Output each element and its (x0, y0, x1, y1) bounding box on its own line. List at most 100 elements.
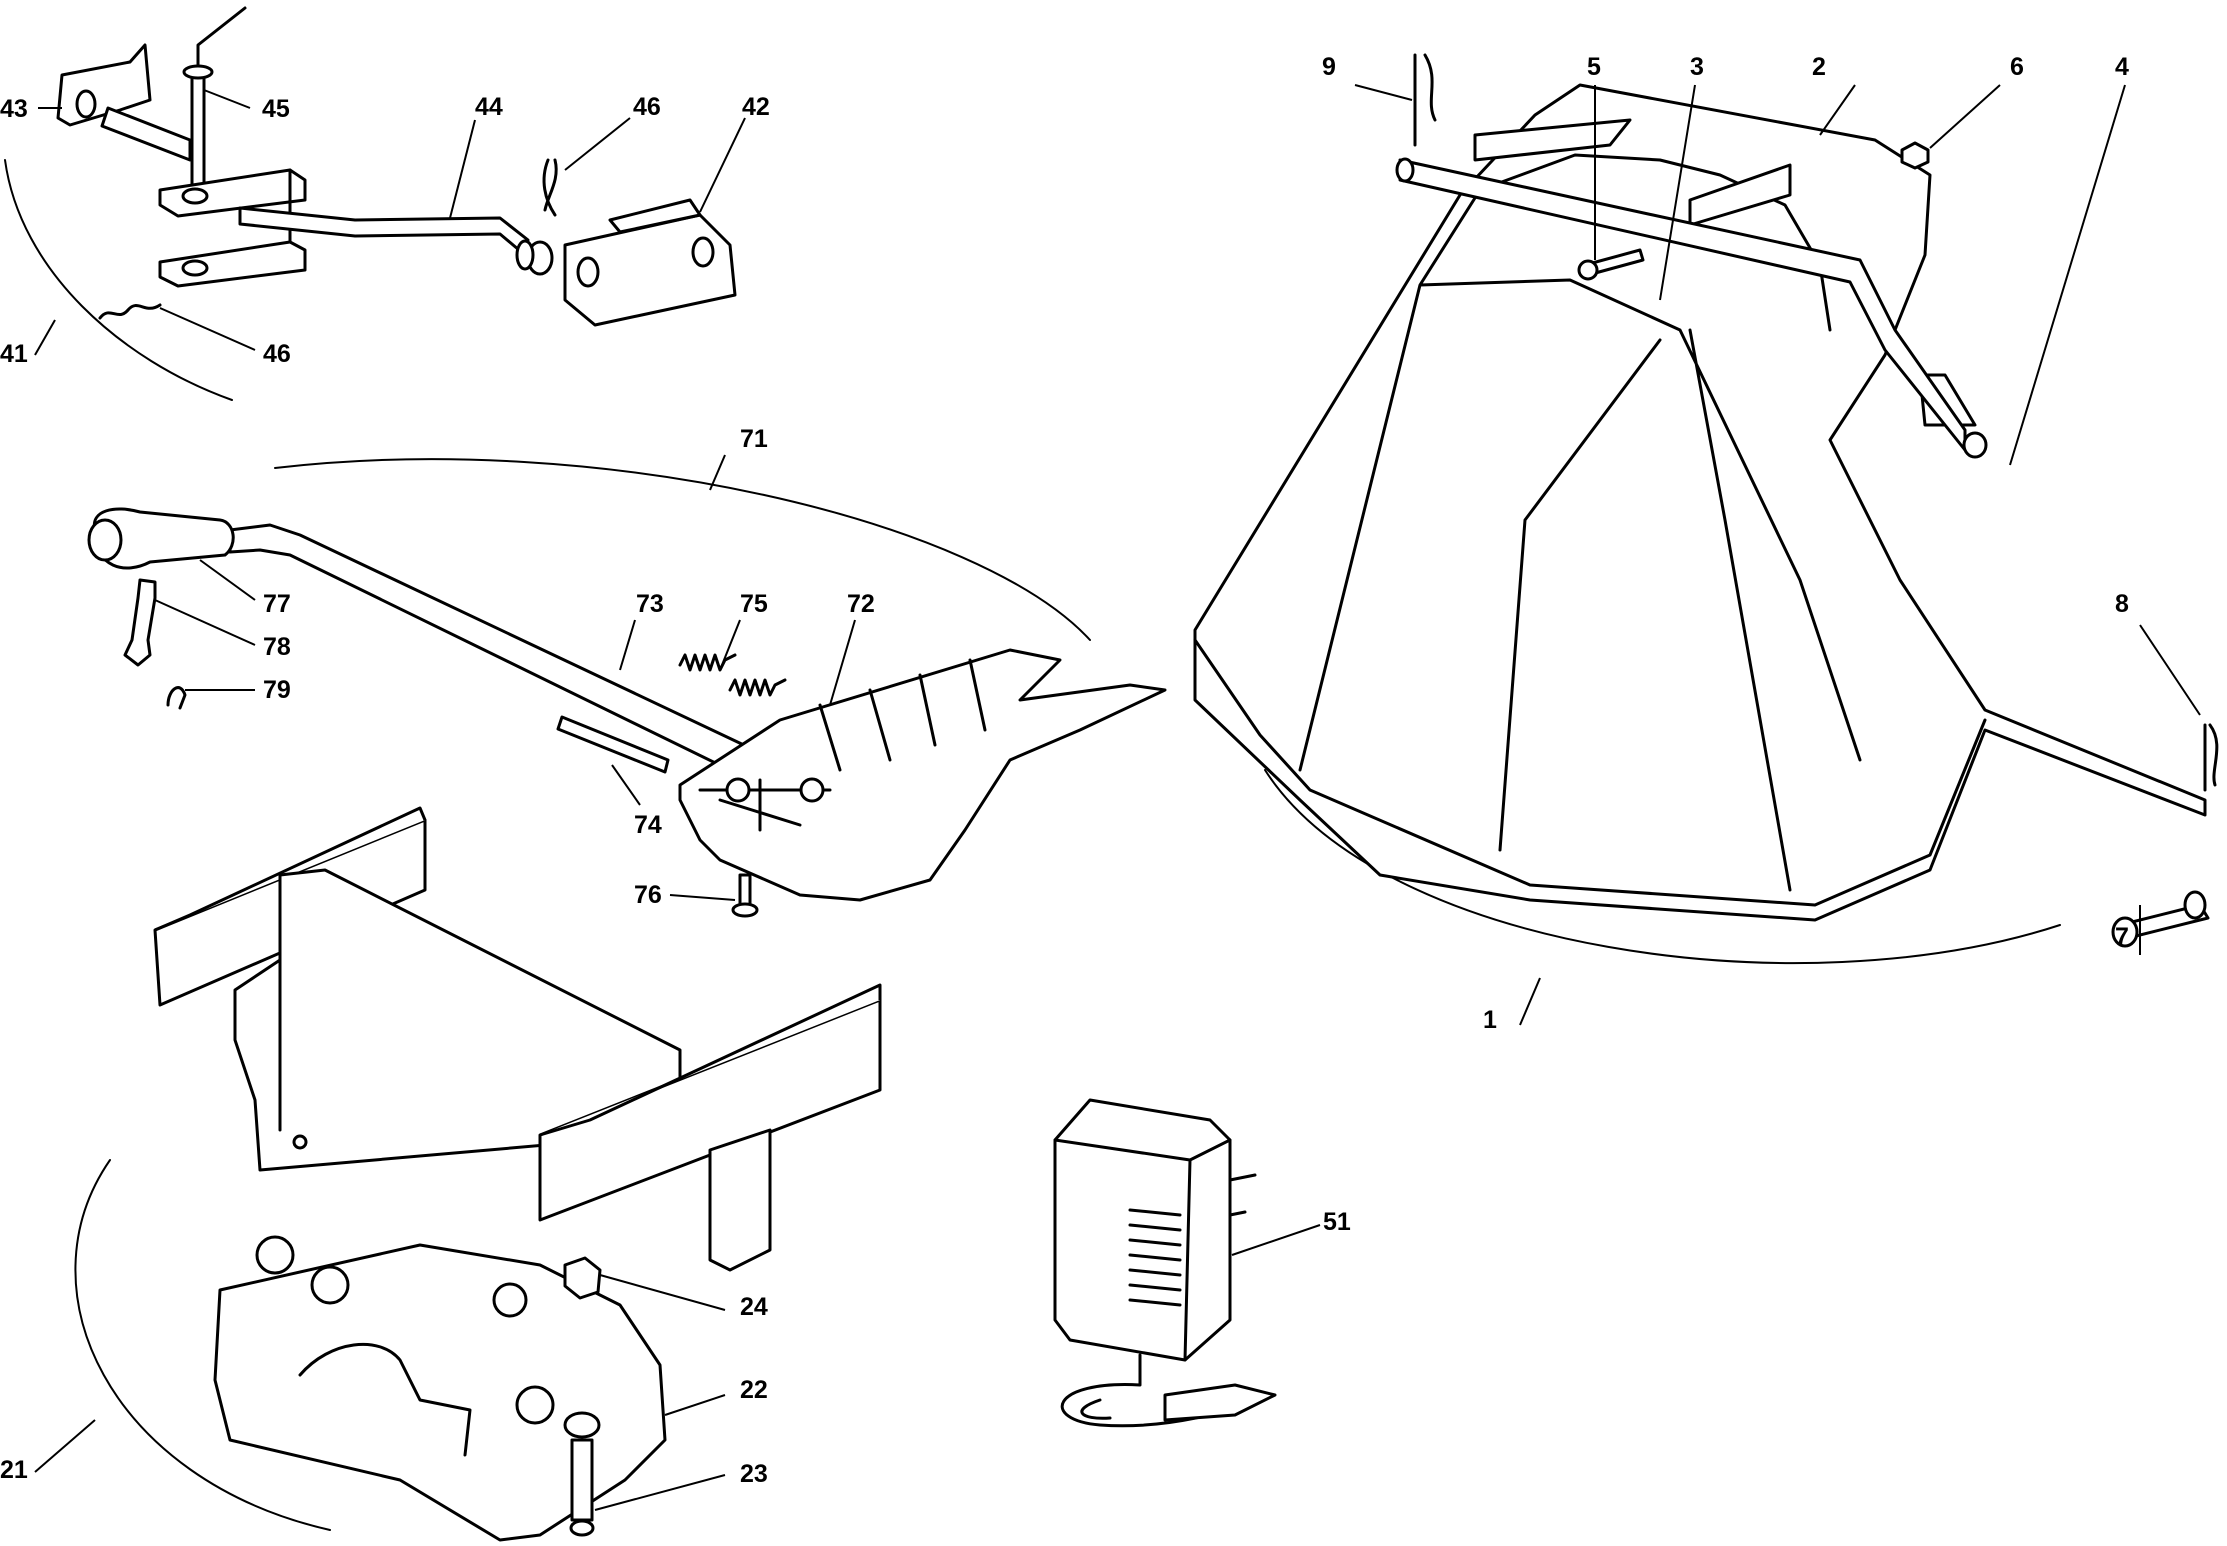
bolt-head (563, 1411, 601, 1439)
lever-rod-73 (228, 523, 777, 784)
weight-recess (298, 1342, 472, 1457)
callout-44: 44 (475, 93, 503, 121)
spring-75-right (728, 678, 787, 697)
rod-end-top (1395, 157, 1415, 183)
leader-3 (1659, 84, 1696, 301)
leader-46a (564, 117, 631, 171)
callout-21: 21 (0, 1456, 28, 1484)
leader-46b (159, 307, 256, 351)
hitch-clevis-top (158, 168, 307, 218)
leader-51 (1231, 1224, 1321, 1256)
leader-42 (699, 117, 746, 213)
callout-24: 24 (740, 1293, 768, 1321)
bolt-tip (569, 1519, 595, 1537)
bracket-flange (608, 198, 702, 234)
frame-beam-front-top (539, 983, 882, 1137)
callout-23: 23 (740, 1460, 768, 1488)
screw-76 (738, 873, 752, 907)
rod-washer (515, 239, 535, 271)
callout-71: 71 (740, 425, 768, 453)
hitch-arm (100, 106, 192, 162)
callout-74: 74 (634, 811, 662, 839)
charger-edges (1053, 1138, 1232, 1362)
hitch-pin-9 (1413, 53, 1437, 147)
hitch-pin-46a (542, 158, 558, 217)
arc-group-21 (74, 1159, 331, 1531)
callout-5: 5 (1587, 53, 1601, 81)
leader-41 (34, 319, 56, 356)
leader-45 (203, 89, 251, 109)
lever-bracket-72 (678, 648, 1167, 902)
leader-22 (664, 1394, 726, 1416)
weight-boss-2 (310, 1265, 350, 1305)
leader-74 (611, 764, 641, 806)
leader-2 (1819, 84, 1856, 136)
weight-boss-1 (255, 1235, 295, 1275)
battery-charger-51 (1053, 1098, 1277, 1428)
charger-vents (1128, 1208, 1182, 1307)
callout-labels: 43 45 44 46 42 46 41 71 77 78 79 73 75 7… (0, 53, 2129, 1488)
grip-end-cap (87, 518, 123, 562)
hitch-clevis-bottom (158, 240, 307, 288)
pin-7-end (2183, 890, 2207, 920)
pin-washer (182, 64, 214, 80)
clevis-hole-lower (181, 259, 209, 277)
bag-frame-1 (1193, 83, 2207, 922)
pin-bend (196, 6, 247, 74)
leader-71 (709, 454, 726, 491)
arc-group-71 (274, 458, 1091, 641)
callout-76: 76 (634, 881, 662, 909)
bolt-5-head (1577, 259, 1599, 281)
bracket-hole-right (691, 236, 715, 268)
callout-7: 7 (2115, 923, 2129, 951)
frame-beam-top (154, 806, 427, 932)
callout-75: 75 (740, 590, 768, 618)
callout-42: 42 (742, 93, 770, 121)
leader-24 (599, 1274, 726, 1311)
vertical-pin-45 (190, 70, 206, 192)
callout-9: 9 (1322, 53, 1336, 81)
bag-frame-tab-left (1473, 118, 1632, 162)
callout-73: 73 (636, 590, 664, 618)
bracket-ribs (818, 658, 987, 772)
nut-6 (1900, 141, 1930, 170)
callout-6: 6 (2010, 53, 2024, 81)
leader-72 (829, 619, 856, 706)
callout-4: 4 (2115, 53, 2129, 81)
leader-lines (34, 84, 2201, 1511)
callout-41: 41 (0, 340, 28, 368)
leader-77 (199, 559, 256, 601)
leader-23 (594, 1474, 726, 1511)
bracket-hole-left (576, 256, 600, 288)
clip-pin-79 (166, 686, 187, 710)
charger-body (1053, 1098, 1232, 1362)
callout-51: 51 (1323, 1208, 1351, 1236)
bag-frame-rim (1193, 638, 1987, 907)
frame-and-weight (153, 806, 882, 1542)
group-arcs (4, 159, 2061, 1531)
callout-78: 78 (263, 633, 291, 661)
leader-6 (1929, 84, 2001, 149)
leader-1 (1519, 977, 1541, 1026)
screw-head (731, 902, 759, 918)
left-hitch-bracket (56, 43, 152, 127)
charger-clamp (1163, 1383, 1277, 1422)
lever-assembly (87, 507, 1167, 918)
leader-75 (719, 619, 741, 671)
bracket-hole (75, 89, 97, 119)
arc-group-1 (1264, 769, 2061, 964)
leader-73 (619, 619, 636, 671)
leader-4 (2009, 84, 2126, 466)
lever-grip-77 (92, 507, 235, 570)
arc-group-41 (4, 159, 233, 401)
leader-9 (1354, 84, 1413, 101)
callout-45: 45 (262, 95, 290, 123)
hitch-assembly (56, 6, 737, 327)
pin-7-head (2111, 916, 2139, 948)
leader-21 (34, 1419, 96, 1473)
callout-72: 72 (847, 590, 875, 618)
bolt-23 (570, 1438, 594, 1522)
callout-2: 2 (1812, 53, 1826, 81)
frame-bolt-hole (292, 1134, 308, 1150)
